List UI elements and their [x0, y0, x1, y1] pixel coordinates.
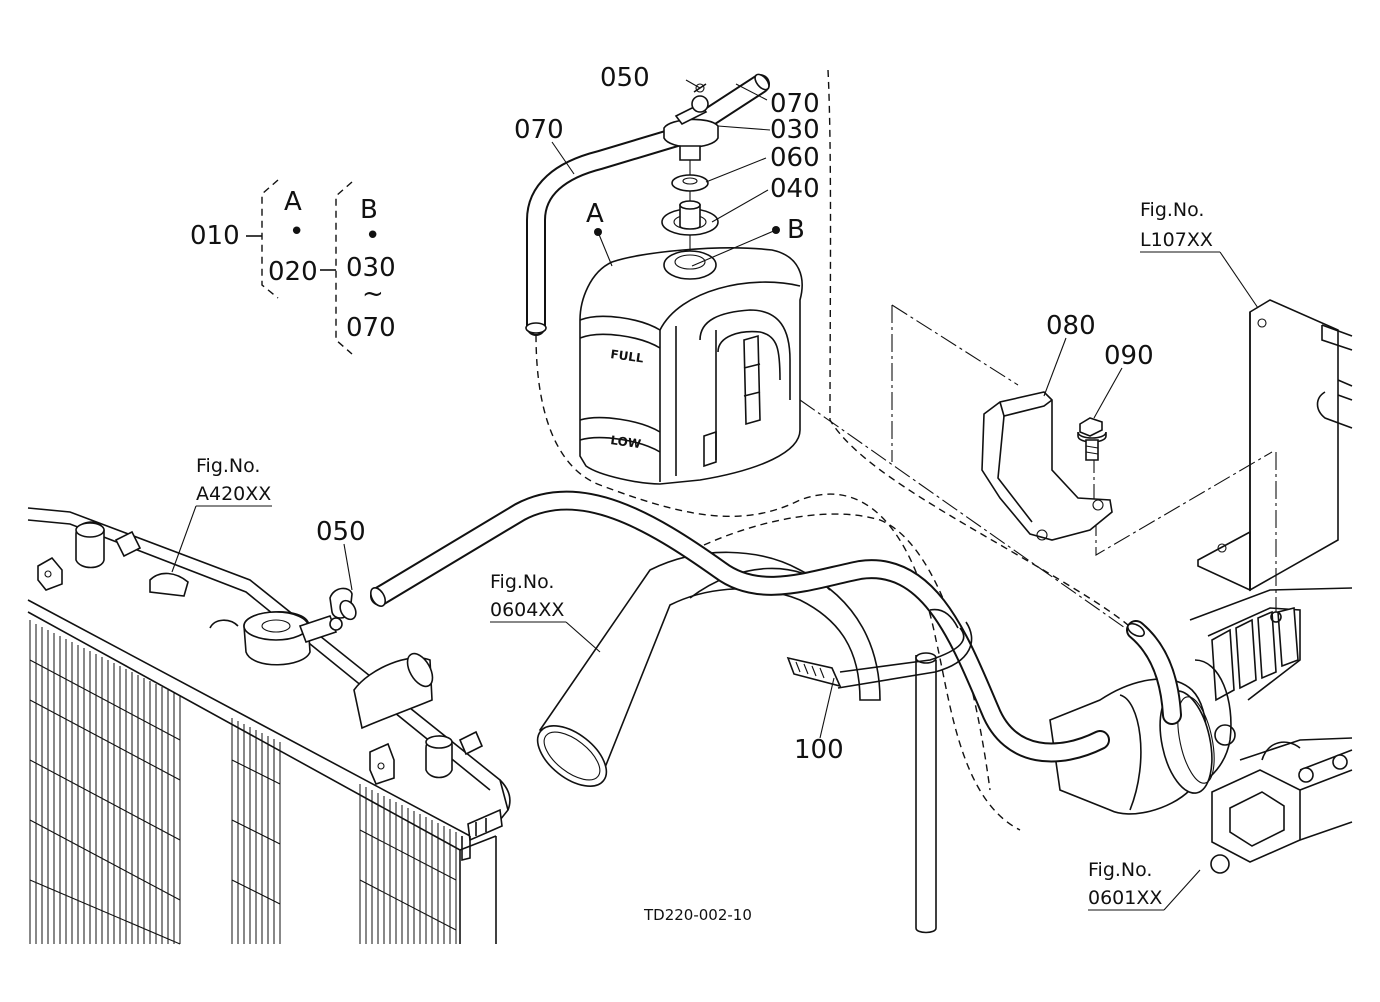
fig-ref-0604-label: Fig.No. [490, 571, 554, 593]
fig-ref-0604-number: 0604XX [490, 599, 564, 621]
callout-labels: 050 070 030 060 040 070 A B 080 090 050 … [316, 63, 1154, 765]
legend-group-a-dot: • [289, 217, 304, 247]
legend-ref-020: 020 [268, 257, 318, 287]
hidden-hose-paths [535, 69, 1151, 831]
drawing-code: TD220-002-10 [643, 906, 752, 924]
callout-050-left: 050 [316, 517, 366, 547]
figure-references: Fig.No. L107XX Fig.No. A420XX Fig.No. 06… [196, 199, 1213, 909]
radiator-core [29, 620, 457, 945]
fig-ref-a420-number: A420XX [196, 483, 271, 505]
engine-section [1179, 587, 1353, 874]
tank-low-mark: LOW [610, 433, 642, 451]
legend-group-b: B [360, 195, 378, 225]
frame-bracket [1197, 299, 1353, 592]
callout-070-left: 070 [514, 115, 564, 145]
fig-ref-l107-number: L107XX [1140, 229, 1213, 251]
tank-feed-hose [525, 73, 770, 336]
tank-full-mark: FULL [610, 347, 645, 366]
bypass-hose [369, 490, 1110, 763]
cap-assembly [663, 83, 719, 161]
callout-070-right: 070 [770, 89, 820, 119]
legend-ref-070: 070 [346, 313, 396, 343]
callout-050-top: 050 [600, 63, 650, 93]
callout-040: 040 [770, 174, 820, 204]
tank-return-hose [1126, 620, 1182, 725]
hose-band-clamp [786, 608, 973, 689]
fig-ref-l107-label: Fig.No. [1140, 199, 1204, 221]
reserve-tank: FULL LOW [579, 247, 803, 485]
legend-group-a: A [284, 187, 302, 217]
fig-ref-0601-number: 0601XX [1088, 887, 1162, 909]
fig-ref-0601-label: Fig.No. [1088, 859, 1152, 881]
legend-group-b-dot: • [365, 221, 380, 251]
callout-060: 060 [770, 143, 820, 173]
callout-080: 080 [1046, 311, 1096, 341]
legend-ref-010: 010 [190, 221, 240, 251]
callout-030: 030 [770, 115, 820, 145]
radiator [27, 507, 511, 945]
stay-bracket [981, 391, 1113, 541]
parts-legend: 010 A • 020 B • 030 ~ 070 [190, 179, 396, 355]
legend-range-symbol: ~ [362, 279, 384, 309]
legend-ref-030: 030 [346, 253, 396, 283]
overflow-tube [915, 652, 937, 934]
leader-lines [171, 79, 1259, 911]
callout-090: 090 [1104, 341, 1154, 371]
fig-ref-a420-label: Fig.No. [196, 455, 260, 477]
phantom-lines [799, 304, 1277, 631]
point-b-marker: B [787, 215, 805, 245]
cap-stack [661, 150, 719, 280]
point-a-marker: A [586, 199, 604, 229]
callout-100: 100 [794, 735, 844, 765]
flange-bolt [1077, 417, 1107, 461]
